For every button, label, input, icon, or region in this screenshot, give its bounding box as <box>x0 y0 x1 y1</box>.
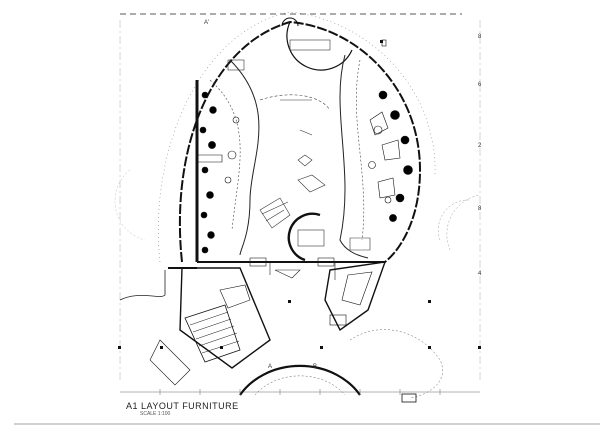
central-arc-partition <box>287 212 321 262</box>
grid-label-right-5: 4 <box>478 271 482 277</box>
grid-label-bottom-a: A <box>268 364 272 370</box>
site-arc-2 <box>446 194 481 251</box>
grid-label-right-1: 8 <box>478 34 482 40</box>
left-lower-curve <box>119 270 166 301</box>
right-lower-curve <box>349 329 443 399</box>
right-interior-curve-2 <box>356 59 365 241</box>
grid-label-right-4: 8 <box>478 206 482 212</box>
outer-dotted-ring <box>158 11 436 263</box>
right-planting <box>368 39 413 222</box>
grid-label-bottom-b: B <box>313 364 317 370</box>
top-door-arc <box>281 17 299 27</box>
grid-label-top: A' <box>204 20 209 26</box>
central-wave <box>259 94 331 111</box>
right-interior-curve <box>339 54 369 259</box>
dimension-ticks <box>159 389 441 395</box>
column-markers <box>118 40 481 349</box>
site-arc-3 <box>114 169 146 241</box>
grid-label-right-2: 6 <box>478 82 482 88</box>
bottom-inner-arc <box>254 375 346 396</box>
lower-right-room <box>324 261 387 332</box>
top-entry-arc <box>286 21 353 71</box>
left-interior-curve-2 <box>209 79 241 231</box>
central-table <box>297 229 325 247</box>
bottom-right-box <box>401 393 417 403</box>
site-arc-1 <box>438 199 471 241</box>
grid-label-right-3: 2 <box>478 143 482 149</box>
left-planting <box>197 91 240 254</box>
separator-fixtures <box>249 257 336 280</box>
building-outline <box>178 20 422 263</box>
left-interior-curve <box>229 59 260 256</box>
drawing-scale: SCALE 1:100 <box>140 411 171 417</box>
central-furniture <box>227 39 371 251</box>
bottom-arc <box>239 364 361 396</box>
drawing-title: A1 LAYOUT FURNITURE <box>126 401 239 411</box>
lower-left-room <box>149 267 271 386</box>
